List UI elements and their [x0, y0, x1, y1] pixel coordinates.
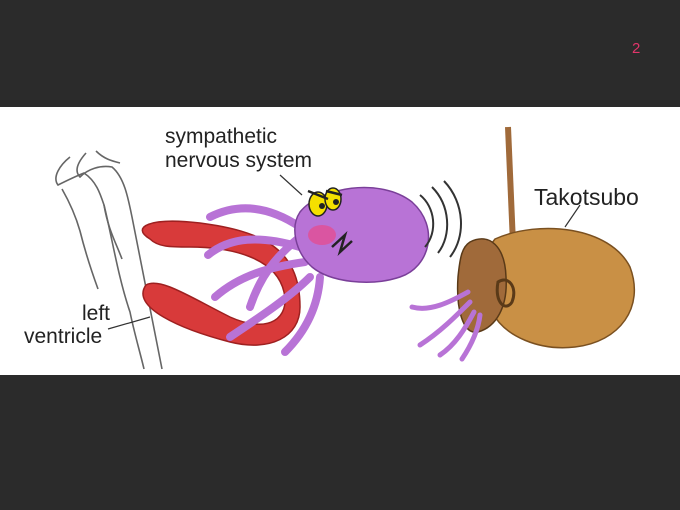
label-ventricle: ventricle [24, 325, 102, 348]
label-left: left [82, 302, 110, 325]
octopus-icon [204, 180, 462, 356]
takotsubo-pot-icon [409, 126, 636, 362]
label-sympathetic-line2: nervous system [165, 149, 312, 172]
takotsubo-illustration: sympathetic nervous system left ventricl… [0, 107, 680, 375]
left-ventricle-shape [141, 220, 301, 346]
page-number: 2 [632, 40, 641, 57]
label-sympathetic-line1: sympathetic [165, 125, 277, 148]
label-takotsubo: Takotsubo [534, 184, 639, 210]
